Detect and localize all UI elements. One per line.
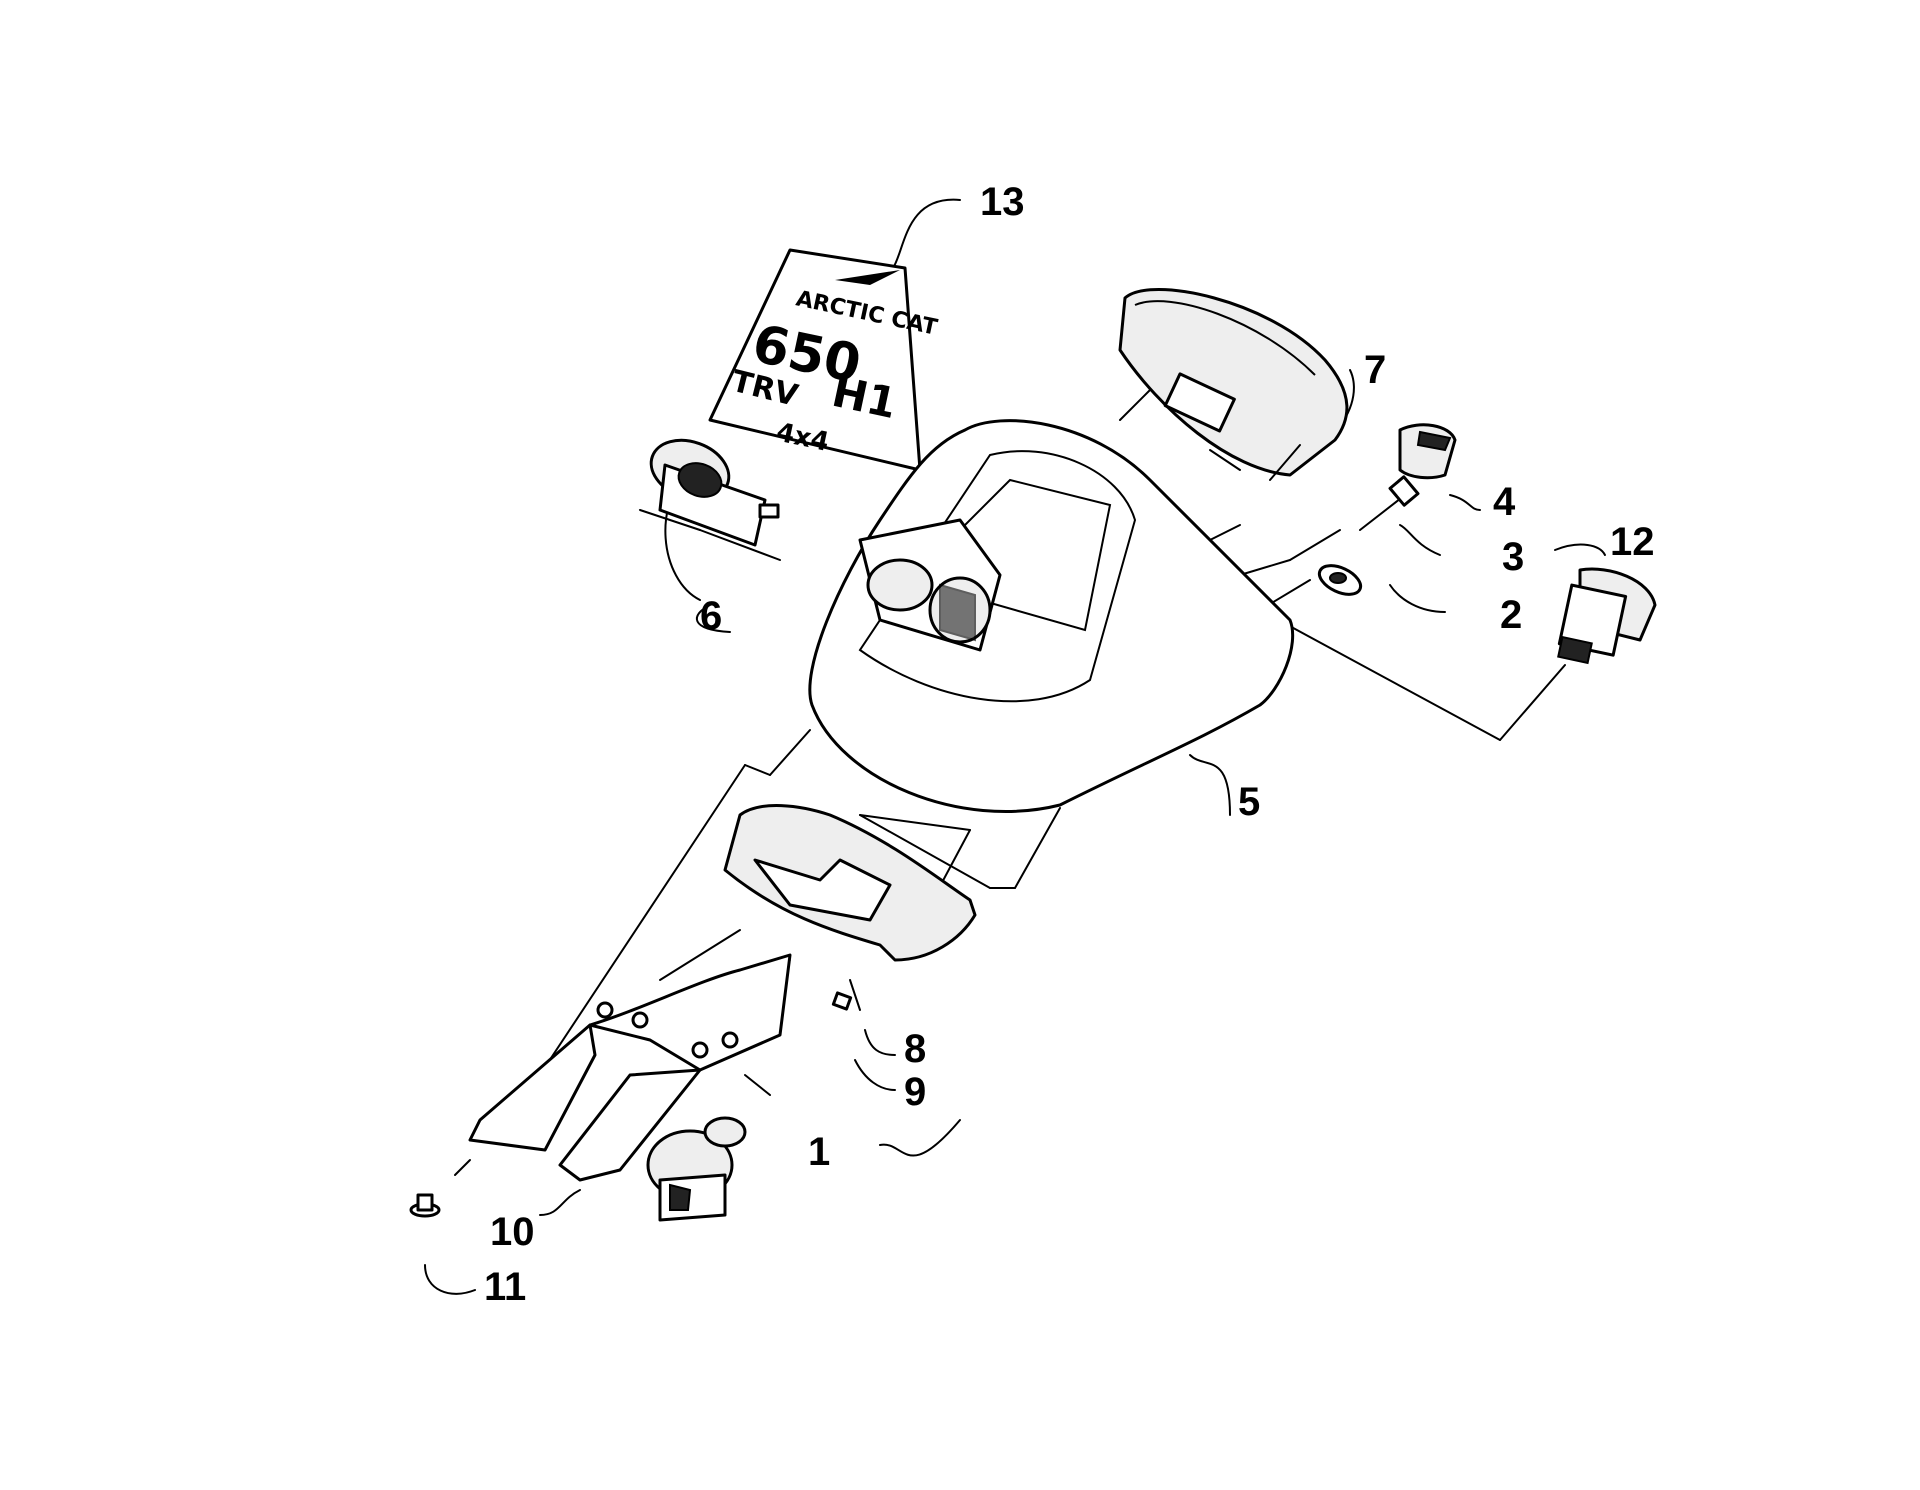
callout-labels: 13 7 4 3 2 12 5 6 8 9 1 10 11 xyxy=(484,180,1655,1309)
part-6-power-outlet xyxy=(649,438,780,547)
callout-13: 13 xyxy=(980,180,1025,224)
part-10-bracket xyxy=(468,953,792,1182)
callout-11: 11 xyxy=(484,1265,526,1309)
part-12-switch xyxy=(1557,567,1657,665)
callout-2: 2 xyxy=(1500,593,1522,637)
callout-6: 6 xyxy=(700,594,722,638)
callout-3: 3 xyxy=(1502,535,1524,579)
callout-4: 4 xyxy=(1493,480,1516,524)
part-9-clip xyxy=(831,991,853,1011)
callout-5: 5 xyxy=(1238,780,1260,824)
callout-12: 12 xyxy=(1610,520,1655,564)
part-8-cover xyxy=(723,804,977,962)
part-7-gauge xyxy=(1118,288,1349,481)
part-13-decal: ARCTIC CAT 650 TRV H1 4x4 xyxy=(708,248,939,472)
callout-8: 8 xyxy=(904,1027,926,1071)
callout-10: 10 xyxy=(490,1210,535,1254)
part-2-nut xyxy=(1317,564,1363,596)
part-4-key-cap xyxy=(1398,423,1457,480)
part-5-instrument-pod xyxy=(808,419,1295,813)
part-11-rivet xyxy=(409,1193,441,1218)
callout-1: 1 xyxy=(808,1130,830,1174)
part-1-ignition-switch xyxy=(646,1116,747,1222)
decal-cat-logo xyxy=(835,270,900,285)
callout-9: 9 xyxy=(904,1070,926,1114)
callout-7: 7 xyxy=(1364,348,1386,392)
part-3-key xyxy=(1359,475,1420,531)
